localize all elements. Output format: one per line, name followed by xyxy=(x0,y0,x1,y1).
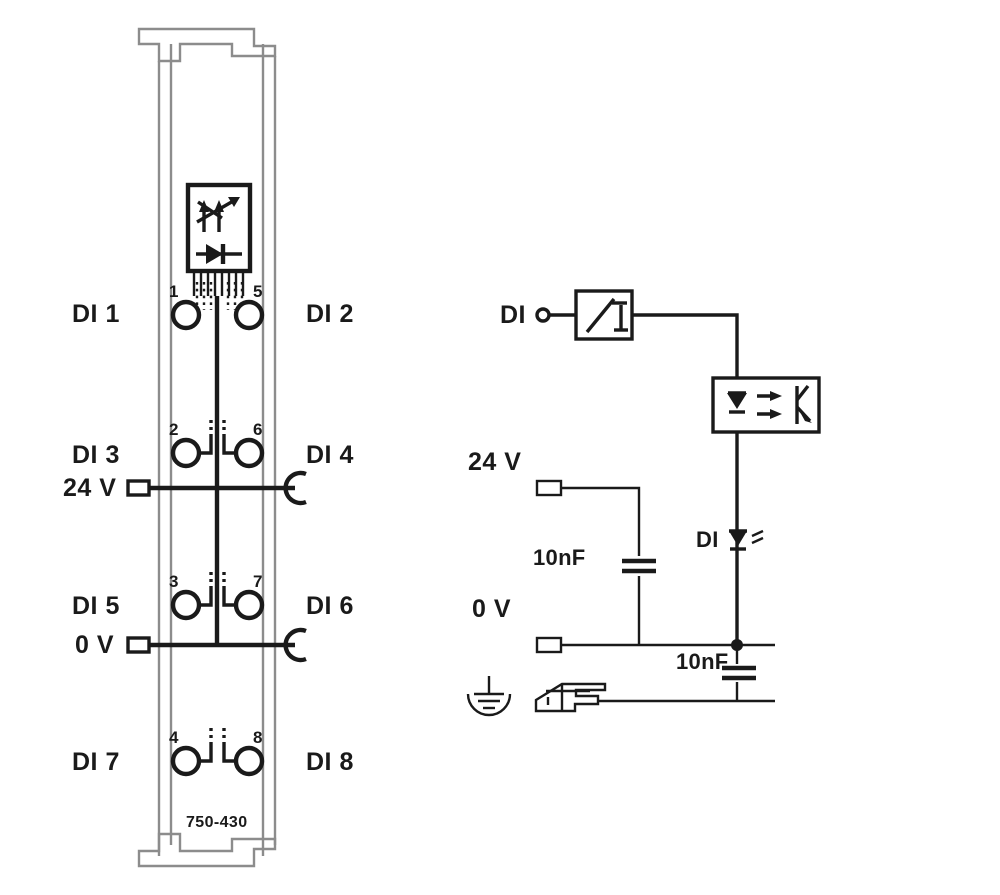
hook-connector-0v xyxy=(283,627,307,663)
terminal-number-7: 7 xyxy=(253,572,263,591)
terminal-number-6: 6 xyxy=(253,420,263,439)
wire-trigger-to-opto xyxy=(632,313,739,378)
optocoupler-led xyxy=(727,391,747,414)
terminal-number-5: 5 xyxy=(253,282,263,301)
optocoupler-phototransistor xyxy=(795,384,812,424)
di-led-label: DI xyxy=(696,527,719,552)
led-status-block xyxy=(185,182,253,296)
circuit-input-label: DI xyxy=(500,301,526,329)
channel-label-di6: DI 6 xyxy=(306,592,354,620)
terminal-number-4: 4 xyxy=(169,728,179,747)
terminal-block-24v xyxy=(126,479,151,497)
circuit-terminal-24v xyxy=(535,479,563,497)
channel-label-di3: DI 3 xyxy=(72,441,120,469)
channel-label-di7: DI 7 xyxy=(72,748,120,776)
module-label-0v: 0 V xyxy=(75,631,115,659)
terminal-block-0v xyxy=(126,636,151,654)
optocoupler-emission-arrows xyxy=(757,391,782,419)
internal-dotted-links-row1 xyxy=(195,282,244,310)
channel-label-di5: DI 5 xyxy=(72,592,120,620)
module-label-24v: 24 V xyxy=(63,474,117,502)
din-rail xyxy=(534,682,607,713)
schmitt-trigger xyxy=(574,289,634,341)
channel-label-di1: DI 1 xyxy=(72,300,120,328)
module-terminals xyxy=(170,299,265,777)
channel-label-di8: DI 8 xyxy=(306,748,354,776)
capacitor-10nf-lower xyxy=(722,645,756,701)
circuit-input-node xyxy=(535,307,576,323)
circuit-0v-branch xyxy=(535,636,775,654)
circuit-label-24v: 24 V xyxy=(468,448,522,476)
di-led-indicator xyxy=(729,529,764,551)
terminal-number-2: 2 xyxy=(169,420,179,439)
capacitor-10nf-upper xyxy=(622,558,656,574)
capacitor-upper-label: 10nF xyxy=(533,545,586,570)
earth-ground xyxy=(466,676,512,717)
circuit-terminal-0v xyxy=(535,636,563,654)
channel-label-di4: DI 4 xyxy=(306,441,354,469)
hook-connectors xyxy=(283,470,307,663)
terminal-number-8: 8 xyxy=(253,728,263,747)
power-terminal-blocks xyxy=(126,479,151,654)
hook-connector-24v xyxy=(283,470,307,506)
terminal-number-3: 3 xyxy=(169,572,179,591)
circuit-label-0v: 0 V xyxy=(472,595,512,623)
channel-label-di2: DI 2 xyxy=(306,300,354,328)
optocoupler xyxy=(711,376,821,434)
capacitor-lower-label: 10nF xyxy=(676,649,729,674)
circuit-24v-branch xyxy=(535,479,656,645)
module-internal-bus xyxy=(147,296,295,763)
part-number-label: 750-430 xyxy=(186,814,248,831)
terminal-number-1: 1 xyxy=(169,282,179,301)
